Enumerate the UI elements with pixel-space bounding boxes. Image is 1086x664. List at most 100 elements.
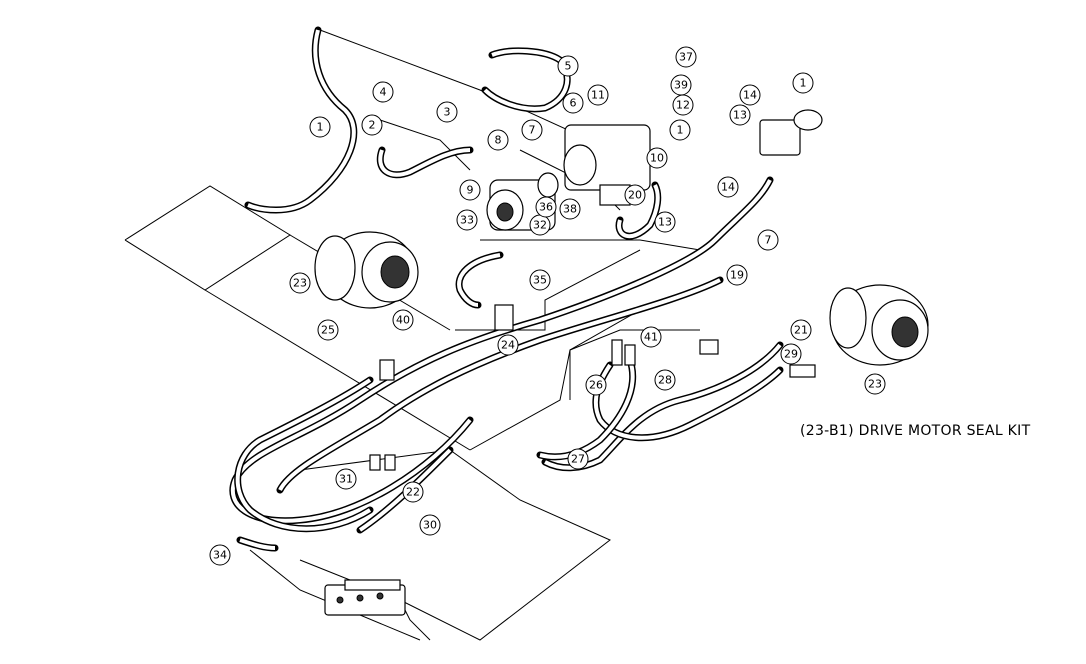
callout-label: 13 <box>733 109 747 122</box>
callout-label: 39 <box>674 79 688 92</box>
callout-circle <box>402 481 424 503</box>
callout-circle <box>309 116 331 138</box>
control-valve <box>324 579 406 616</box>
callout-c35: 35 <box>529 269 551 291</box>
callout-label: 21 <box>794 324 808 337</box>
callout-label: 29 <box>784 348 798 361</box>
callout-label: 3 <box>444 106 451 119</box>
callout-label: 25 <box>321 324 335 337</box>
callout-label: 20 <box>628 189 642 202</box>
callout-c25: 25 <box>317 319 339 341</box>
callout-c24: 24 <box>497 334 519 356</box>
callout-c5: 5 <box>557 55 579 77</box>
callout-c13b: 13 <box>654 211 676 233</box>
right-drive-motor <box>829 284 929 366</box>
callout-circle <box>317 319 339 341</box>
callout-label: 38 <box>563 203 577 216</box>
callout-circle <box>559 198 581 220</box>
callout-circle <box>669 119 691 141</box>
callout-c33: 33 <box>456 209 478 231</box>
callout-c6: 6 <box>562 92 584 114</box>
callout-circle <box>529 269 551 291</box>
callout-c1c: 1 <box>669 119 691 141</box>
callout-label: 23 <box>868 378 882 391</box>
callout-c3: 3 <box>436 101 458 123</box>
callout-c23b: 23 <box>864 373 886 395</box>
callout-label: 35 <box>533 274 547 287</box>
callout-circle <box>585 374 607 396</box>
callout-circle <box>654 369 676 391</box>
callout-c31: 31 <box>335 468 357 490</box>
frame-leader-lines <box>124 29 701 641</box>
callout-circle <box>790 319 812 341</box>
callout-label: 41 <box>644 331 658 344</box>
callout-circle <box>562 92 584 114</box>
callout-c1a: 1 <box>309 116 331 138</box>
callout-c7b: 7 <box>757 229 779 251</box>
callout-label: 27 <box>571 453 585 466</box>
callout-circle <box>335 468 357 490</box>
callout-circle <box>209 544 231 566</box>
callout-label: 23 <box>293 277 307 290</box>
callout-circle <box>654 211 676 233</box>
callout-c36: 36 <box>535 196 557 218</box>
callout-circle <box>675 46 697 68</box>
callout-c26: 26 <box>585 374 607 396</box>
callout-circle <box>289 272 311 294</box>
callout-c8: 8 <box>487 129 509 151</box>
callout-label: 26 <box>589 379 603 392</box>
callout-circle <box>757 229 779 251</box>
callout-c34: 34 <box>209 544 231 566</box>
callout-circle <box>392 309 414 331</box>
callout-circle <box>646 147 668 169</box>
callout-c1b: 1 <box>792 72 814 94</box>
callout-circle <box>487 129 509 151</box>
callout-c37: 37 <box>675 46 697 68</box>
callout-c38: 38 <box>559 198 581 220</box>
callout-label: 4 <box>380 86 387 99</box>
callout-circle <box>587 84 609 106</box>
callout-label: 24 <box>501 339 515 352</box>
callout-label: 34 <box>213 549 227 562</box>
callout-circle <box>670 74 692 96</box>
callout-c29: 29 <box>780 343 802 365</box>
callout-circle <box>567 448 589 470</box>
callout-label: 37 <box>679 51 693 64</box>
callout-label: 1 <box>317 121 324 134</box>
callout-label: 40 <box>396 314 410 327</box>
callout-circle <box>535 196 557 218</box>
callout-c19: 19 <box>726 264 748 286</box>
callout-c11: 11 <box>587 84 609 106</box>
callout-circle <box>624 184 646 206</box>
callout-c13a: 13 <box>729 104 751 126</box>
callout-circle <box>456 209 478 231</box>
left-drive-motor <box>314 231 419 309</box>
callout-label: 12 <box>676 99 690 112</box>
callout-label: 14 <box>743 89 757 102</box>
callout-c32: 32 <box>529 214 551 236</box>
callout-label: 1 <box>677 124 684 137</box>
upper-valve-block <box>759 109 823 156</box>
callout-circle <box>864 373 886 395</box>
callout-label: 32 <box>533 219 547 232</box>
callout-label: 14 <box>721 181 735 194</box>
callout-label: 19 <box>730 269 744 282</box>
callout-c4: 4 <box>372 81 394 103</box>
callout-circle <box>557 55 579 77</box>
callout-circle <box>717 176 739 198</box>
callout-c22: 22 <box>402 481 424 503</box>
callout-c14b: 14 <box>717 176 739 198</box>
callouts: 1112345677891011121313141419202122232324… <box>209 46 886 566</box>
callout-label: 5 <box>565 60 572 73</box>
callout-label: 6 <box>570 97 577 110</box>
callout-label: 30 <box>423 519 437 532</box>
callout-circle <box>361 114 383 136</box>
callout-c40: 40 <box>392 309 414 331</box>
callout-c21: 21 <box>790 319 812 341</box>
callout-circle <box>729 104 751 126</box>
callout-label: 7 <box>765 234 772 247</box>
callout-c7a: 7 <box>521 119 543 141</box>
callout-label: 10 <box>650 152 664 165</box>
callout-label: 9 <box>467 184 474 197</box>
callout-label: 31 <box>339 473 353 486</box>
